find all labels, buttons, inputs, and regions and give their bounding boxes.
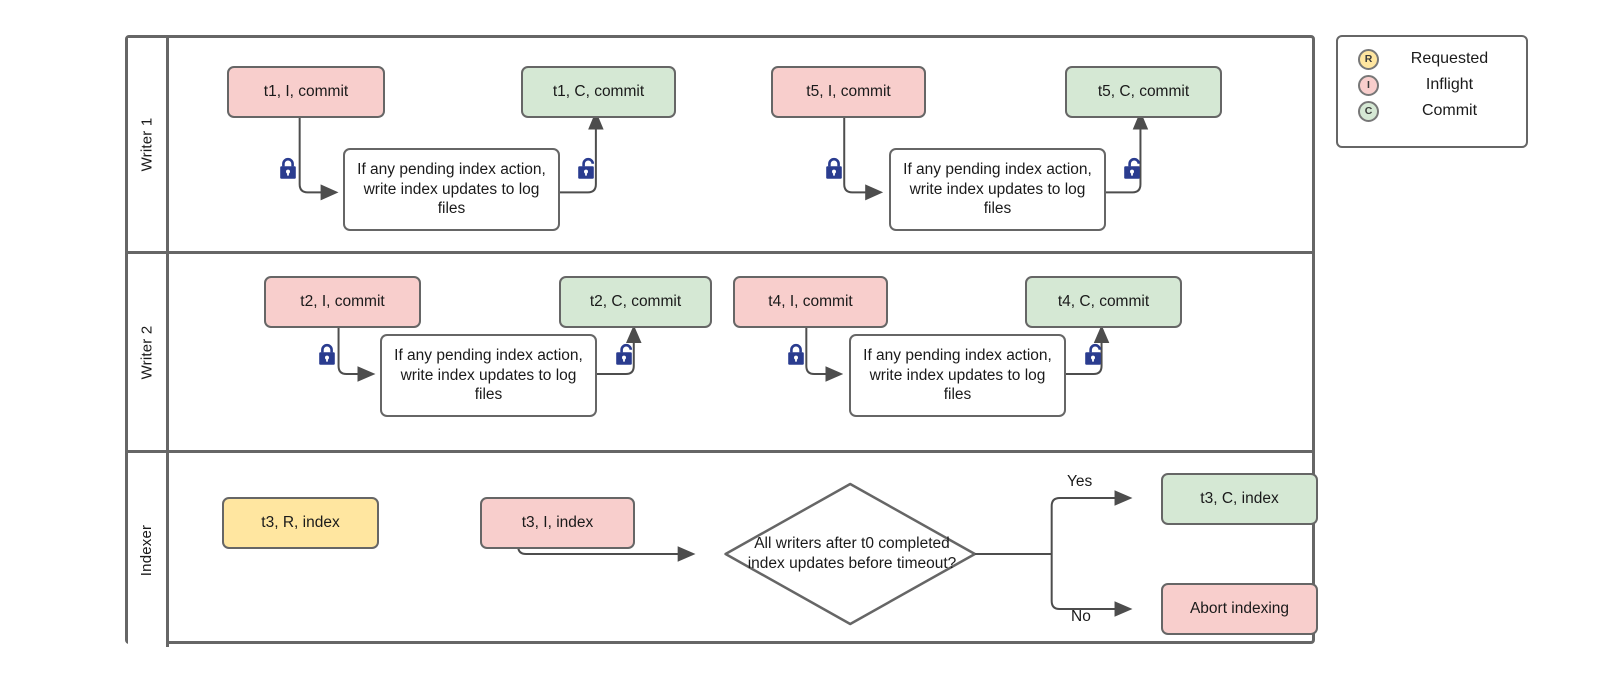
branch-label-yes: Yes [1067,473,1092,491]
inflight-badge-icon: I [1358,74,1379,96]
badge-symbol: R [1364,53,1373,65]
branch-no-text: No [1071,608,1091,625]
lock-open-icon [1085,343,1102,365]
legend-label-inflight: Inflight [1425,76,1474,93]
lane-body-writer-1: t1, I, commit t1, C, commit t5, I, commi… [169,38,1312,251]
branch-yes-text: Yes [1067,473,1093,490]
lock-open-icon [616,343,633,365]
node-w2-t4-inflight[interactable]: t4, I, commit [733,276,888,328]
node-w2-t2-inflight[interactable]: t2, I, commit [264,276,421,328]
badge-symbol: I [1367,79,1370,91]
node-ix-t3-inflight[interactable]: t3, I, index [480,497,635,549]
process-label: If any pending index action, write index… [863,347,1052,404]
node-ix-abort[interactable]: Abort indexing [1161,583,1318,635]
node-label: t1, I, commit [263,83,349,101]
node-w1-t1-commit[interactable]: t1, C, commit [521,66,676,118]
lock-closed-icon [826,157,842,179]
node-label: t3, I, index [521,514,594,532]
node-label: t2, C, commit [589,293,682,311]
lane-body-writer-2: t2, I, commit t2, C, commit t4, I, commi… [169,254,1312,450]
lane-body-indexer: t3, R, index t3, I, index t3, C, index A… [169,453,1318,647]
process-w2-write-index-b[interactable]: If any pending index action, write index… [849,334,1066,417]
node-w1-t5-commit[interactable]: t5, C, commit [1065,66,1222,118]
node-w1-t5-inflight[interactable]: t5, I, commit [771,66,926,118]
node-label: t1, C, commit [552,83,645,101]
lock-open-icon [1124,157,1141,179]
legend-panel: R Requested I Inflight C Commit [1336,35,1528,148]
legend-label-commit: Commit [1421,102,1478,119]
lane-header-writer-2: Writer 2 [128,254,169,450]
process-label: If any pending index action, write index… [903,161,1092,218]
node-label: t5, I, commit [806,83,891,101]
lane-label: Writer 2 [138,325,156,379]
node-label: t4, C, commit [1057,293,1150,311]
lane-writer-1: Writer 1 [128,38,1312,251]
node-label: Abort indexing [1189,600,1290,618]
requested-badge-icon: R [1358,48,1379,70]
swimlane-pool: Writer 1 [125,35,1318,647]
decision-all-writers-completed[interactable]: All writers after t0 completed index upd… [747,515,957,593]
node-w1-t1-inflight[interactable]: t1, I, commit [227,66,385,118]
node-label: t4, I, commit [768,293,853,311]
commit-badge-icon: C [1358,100,1379,122]
lane-header-writer-1: Writer 1 [128,38,169,251]
lane-label: Writer 1 [138,117,156,172]
process-w1-write-index-b[interactable]: If any pending index action, write index… [889,148,1106,231]
lock-closed-icon [788,343,804,365]
legend-item-requested: R Requested [1338,46,1526,72]
process-w1-write-index-a[interactable]: If any pending index action, write index… [343,148,560,231]
node-w2-t4-commit[interactable]: t4, C, commit [1025,276,1182,328]
legend-item-commit: C Commit [1338,98,1526,124]
node-label: t3, C, index [1200,490,1279,508]
node-w2-t2-commit[interactable]: t2, C, commit [559,276,712,328]
process-label: If any pending index action, write index… [357,161,546,218]
legend-label-requested: Requested [1410,50,1489,67]
lock-open-icon [578,157,595,179]
lane-label: Indexer [138,524,156,576]
process-label: If any pending index action, write index… [394,347,583,404]
branch-label-no: No [1071,608,1091,626]
node-label: t5, C, commit [1097,83,1190,101]
node-label: t2, I, commit [300,293,385,311]
lock-closed-icon [319,343,335,365]
decision-label: All writers after t0 completed index upd… [747,534,957,572]
lane-header-indexer: Indexer [128,453,169,647]
lock-closed-icon [280,157,296,179]
lane-3-edges [517,482,1133,626]
node-label: t3, R, index [261,514,340,532]
lane-writer-2: Writer 2 t2, I, commit [128,251,1312,450]
badge-symbol: C [1364,105,1373,117]
node-ix-t3-commit[interactable]: t3, C, index [1161,473,1318,525]
process-w2-write-index-a[interactable]: If any pending index action, write index… [380,334,597,417]
node-ix-t3-requested[interactable]: t3, R, index [222,497,379,549]
legend-item-inflight: I Inflight [1338,72,1526,98]
lane-indexer: Indexer [128,450,1318,647]
